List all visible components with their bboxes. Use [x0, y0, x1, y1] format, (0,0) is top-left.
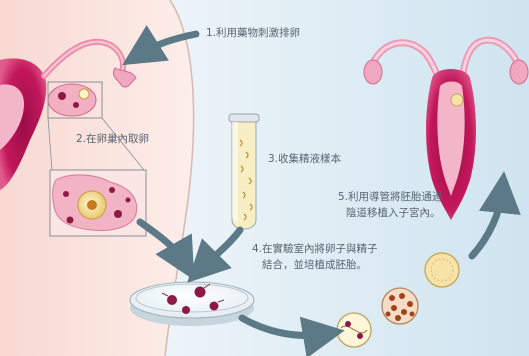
test-tube-icon [229, 114, 259, 229]
step4-label-line1: 4.在實驗室內將卵子與精子 [252, 242, 378, 257]
petri-dish-icon [130, 282, 254, 326]
embryo-two-cell [337, 313, 371, 347]
step2-label: 2.在卵巢內取卵 [76, 132, 149, 147]
embryo-blastocyst [425, 253, 459, 287]
step4-label-line2: 結合，並培植成胚胎。 [262, 258, 367, 273]
embryo-morula [382, 288, 418, 324]
step1-label: 1.利用藥物刺激排卵 [206, 26, 300, 41]
ovary-closeup [50, 170, 146, 236]
step5-label-line1: 5.利用導管將胚胎通過 [338, 190, 443, 205]
step3-label: 3.收集精液樣本 [268, 152, 341, 167]
step5-label-line2: 陰道移植入子宮內。 [346, 206, 441, 221]
